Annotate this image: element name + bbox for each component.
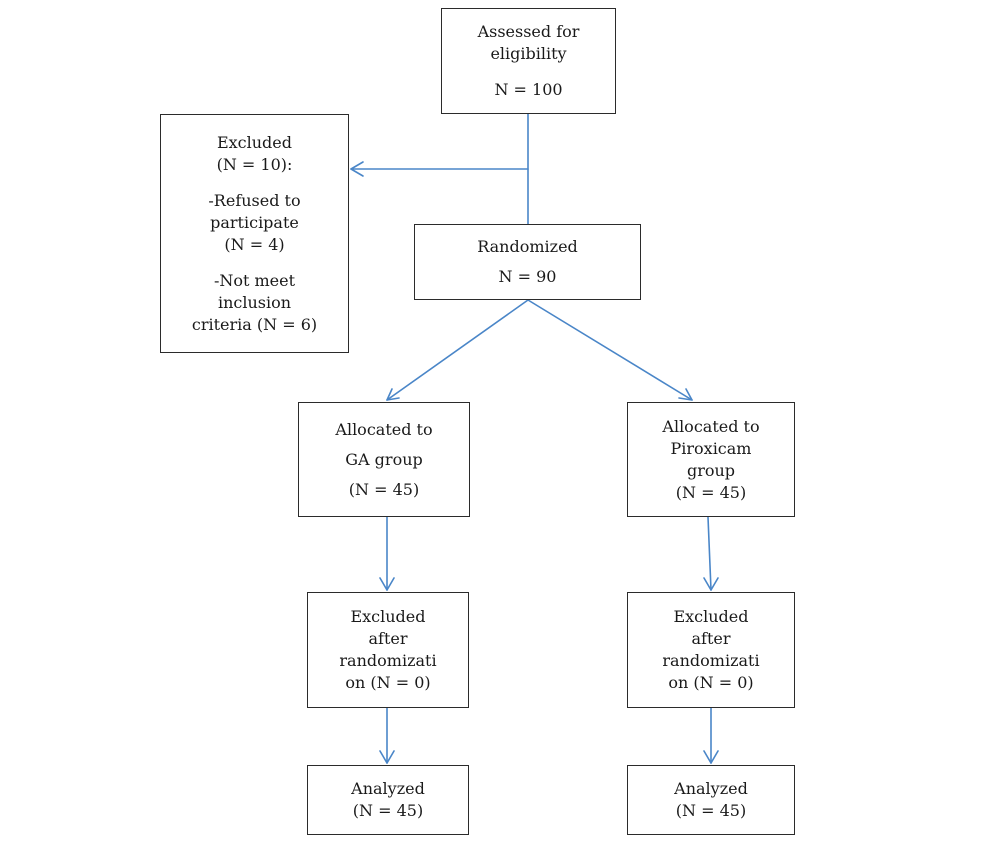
excluded-after-piroxicam-line3: randomizati xyxy=(662,651,760,670)
excluded-box: Excluded (N = 10): -Refused to participa… xyxy=(160,114,349,353)
excluded-after-ga-line1: Excluded xyxy=(350,607,426,626)
assessed-label-line2: eligibility xyxy=(490,44,567,63)
excluded-after-ga-line4: on (N = 0) xyxy=(345,673,431,692)
excluded-after-ga-line3: randomizati xyxy=(339,651,437,670)
arrowhead-analyzed-px xyxy=(703,750,719,764)
arrowhead-analyzed-ga xyxy=(379,750,395,764)
allocated-ga-count: (N = 45) xyxy=(348,479,420,499)
allocated-piroxicam-count: (N = 45) xyxy=(675,482,747,502)
excluded-reason1-count: (N = 4) xyxy=(224,234,285,254)
excluded-after-ga-box: Excluded after randomizati on (N = 0) xyxy=(307,592,469,708)
excluded-after-piroxicam-line4: on (N = 0) xyxy=(668,673,754,692)
allocated-piroxicam-box: Allocated to Piroxicam group (N = 45) xyxy=(627,402,795,517)
excluded-reason1-line2: participate xyxy=(210,212,299,232)
randomized-count: N = 90 xyxy=(498,267,557,286)
excluded-after-piroxicam-box: Excluded after randomizati on (N = 0) xyxy=(627,592,795,708)
arrowhead-excl-px xyxy=(703,577,719,591)
allocated-ga-box: Allocated to GA group (N = 45) xyxy=(298,402,470,517)
randomized-box: Randomized N = 90 xyxy=(414,224,641,300)
randomized-title: Randomized xyxy=(477,237,578,256)
excluded-title: Excluded xyxy=(216,132,293,152)
allocated-piroxicam-line3: group xyxy=(686,460,736,480)
arrowhead-alloc-piroxicam xyxy=(678,388,693,401)
analyzed-piroxicam-title: Analyzed xyxy=(674,779,748,798)
arrowhead-alloc-ga xyxy=(386,388,400,401)
excluded-reason2-line2: inclusion xyxy=(217,292,292,312)
allocated-ga-line2: GA group xyxy=(345,449,423,469)
allocated-ga-line1: Allocated to xyxy=(335,419,433,439)
analyzed-piroxicam-count: (N = 45) xyxy=(675,801,747,820)
analyzed-ga-count: (N = 45) xyxy=(352,801,424,820)
arrowhead-excl-ga xyxy=(379,577,395,591)
excluded-after-piroxicam-line1: Excluded xyxy=(673,607,749,626)
assessed-box: Assessed for eligibility N = 100 xyxy=(441,8,616,114)
analyzed-piroxicam-box: Analyzed (N = 45) xyxy=(627,765,795,835)
allocated-piroxicam-line2: Piroxicam xyxy=(670,438,752,458)
arrowhead-excluded xyxy=(350,161,364,177)
excluded-reason1-line1: -Refused to xyxy=(208,190,301,210)
assessed-label-line1: Assessed for xyxy=(477,22,580,41)
connector-randomized-ga xyxy=(386,299,529,401)
assessed-count: N = 100 xyxy=(494,80,563,99)
excluded-after-ga-line2: after xyxy=(368,629,408,648)
excluded-after-piroxicam-line2: after xyxy=(691,629,731,648)
excluded-count: (N = 10): xyxy=(216,154,293,174)
connector-randomized-piroxicam xyxy=(527,299,693,401)
analyzed-ga-title: Analyzed xyxy=(351,779,425,798)
connector-alloc-px-excl xyxy=(707,516,712,591)
analyzed-ga-box: Analyzed (N = 45) xyxy=(307,765,469,835)
allocated-piroxicam-line1: Allocated to xyxy=(662,416,760,436)
excluded-reason2-line1: -Not meet xyxy=(213,270,296,290)
excluded-reason2-line3: criteria (N = 6) xyxy=(191,314,318,334)
